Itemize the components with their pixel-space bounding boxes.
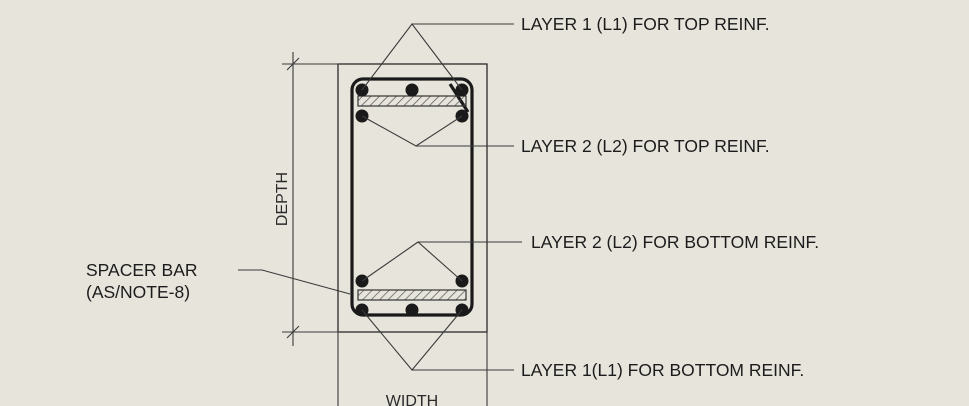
- label-layer2-bottom: LAYER 2 (L2) FOR BOTTOM REINF.: [531, 232, 819, 252]
- label-layer1-bottom: LAYER 1(L1) FOR BOTTOM REINF.: [521, 360, 804, 380]
- top-spacer-bar: [357, 95, 467, 107]
- label-layer2-top: LAYER 2 (L2) FOR TOP REINF.: [521, 136, 770, 156]
- leader-layer2-top: [361, 115, 514, 147]
- label-spacer-bar: SPACER BAR: [86, 260, 198, 280]
- width-label: WIDTH: [386, 393, 438, 406]
- leader-layer1-bottom: [361, 309, 514, 371]
- label-layer1-top: LAYER 1 (L1) FOR TOP REINF.: [521, 14, 770, 34]
- width-dimension: [337, 332, 488, 406]
- bottom-l1-bar: [405, 303, 419, 317]
- stirrup: [350, 77, 474, 317]
- leader-layer2-bottom: [361, 241, 522, 282]
- depth-dimension: [282, 52, 340, 346]
- top-l1-bar: [405, 83, 419, 97]
- depth-label: DEPTH: [274, 172, 291, 226]
- leader-layer1-top: [361, 23, 514, 91]
- leader-spacer-bar: [238, 269, 351, 295]
- bottom-spacer-bar: [357, 289, 467, 301]
- label-spacer-bar-note: (AS/NOTE-8): [86, 282, 190, 302]
- concrete-section-outline: [337, 63, 488, 333]
